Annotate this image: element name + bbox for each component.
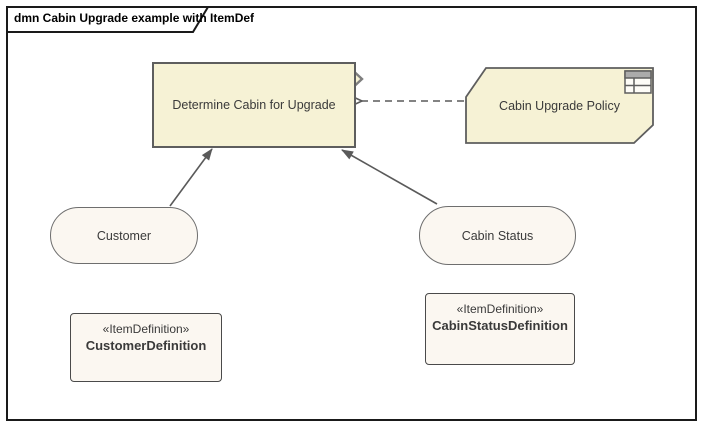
input-node-customer[interactable]: Customer [50, 207, 198, 264]
connector-customer-to-decision[interactable] [169, 148, 213, 207]
diagram-frame-tab [6, 6, 210, 33]
decision-node-label: Determine Cabin for Upgrade [172, 98, 336, 112]
itemdef-node-cabin-status-definition[interactable]: «ItemDefinition» CabinStatusDefinition [425, 293, 575, 365]
cabin-status-def-stereotype: «ItemDefinition» [456, 302, 544, 316]
diagram-frame [6, 6, 697, 421]
itemdef-node-customer-definition[interactable]: «ItemDefinition» CustomerDefinition [70, 313, 222, 382]
connector-cabinstatus-to-decision[interactable] [341, 149, 438, 205]
policy-node-label-area[interactable]: Cabin Upgrade Policy [466, 68, 653, 143]
input-node-cabin-status[interactable]: Cabin Status [419, 206, 576, 265]
customer-node-label: Customer [96, 228, 152, 243]
cabin-status-def-name: CabinStatusDefinition [432, 318, 568, 333]
decision-node-determine-cabin[interactable]: Determine Cabin for Upgrade [152, 62, 356, 148]
policy-node-shape[interactable] [465, 67, 654, 144]
cabin-status-node-label: Cabin Status [461, 228, 534, 243]
policy-node-label: Cabin Upgrade Policy [499, 98, 620, 113]
customer-def-stereotype: «ItemDefinition» [102, 322, 190, 336]
decision-table-icon [624, 70, 652, 94]
customer-def-name: CustomerDefinition [85, 338, 207, 353]
frame-title: dmn Cabin Upgrade example with ItemDef [14, 11, 255, 25]
